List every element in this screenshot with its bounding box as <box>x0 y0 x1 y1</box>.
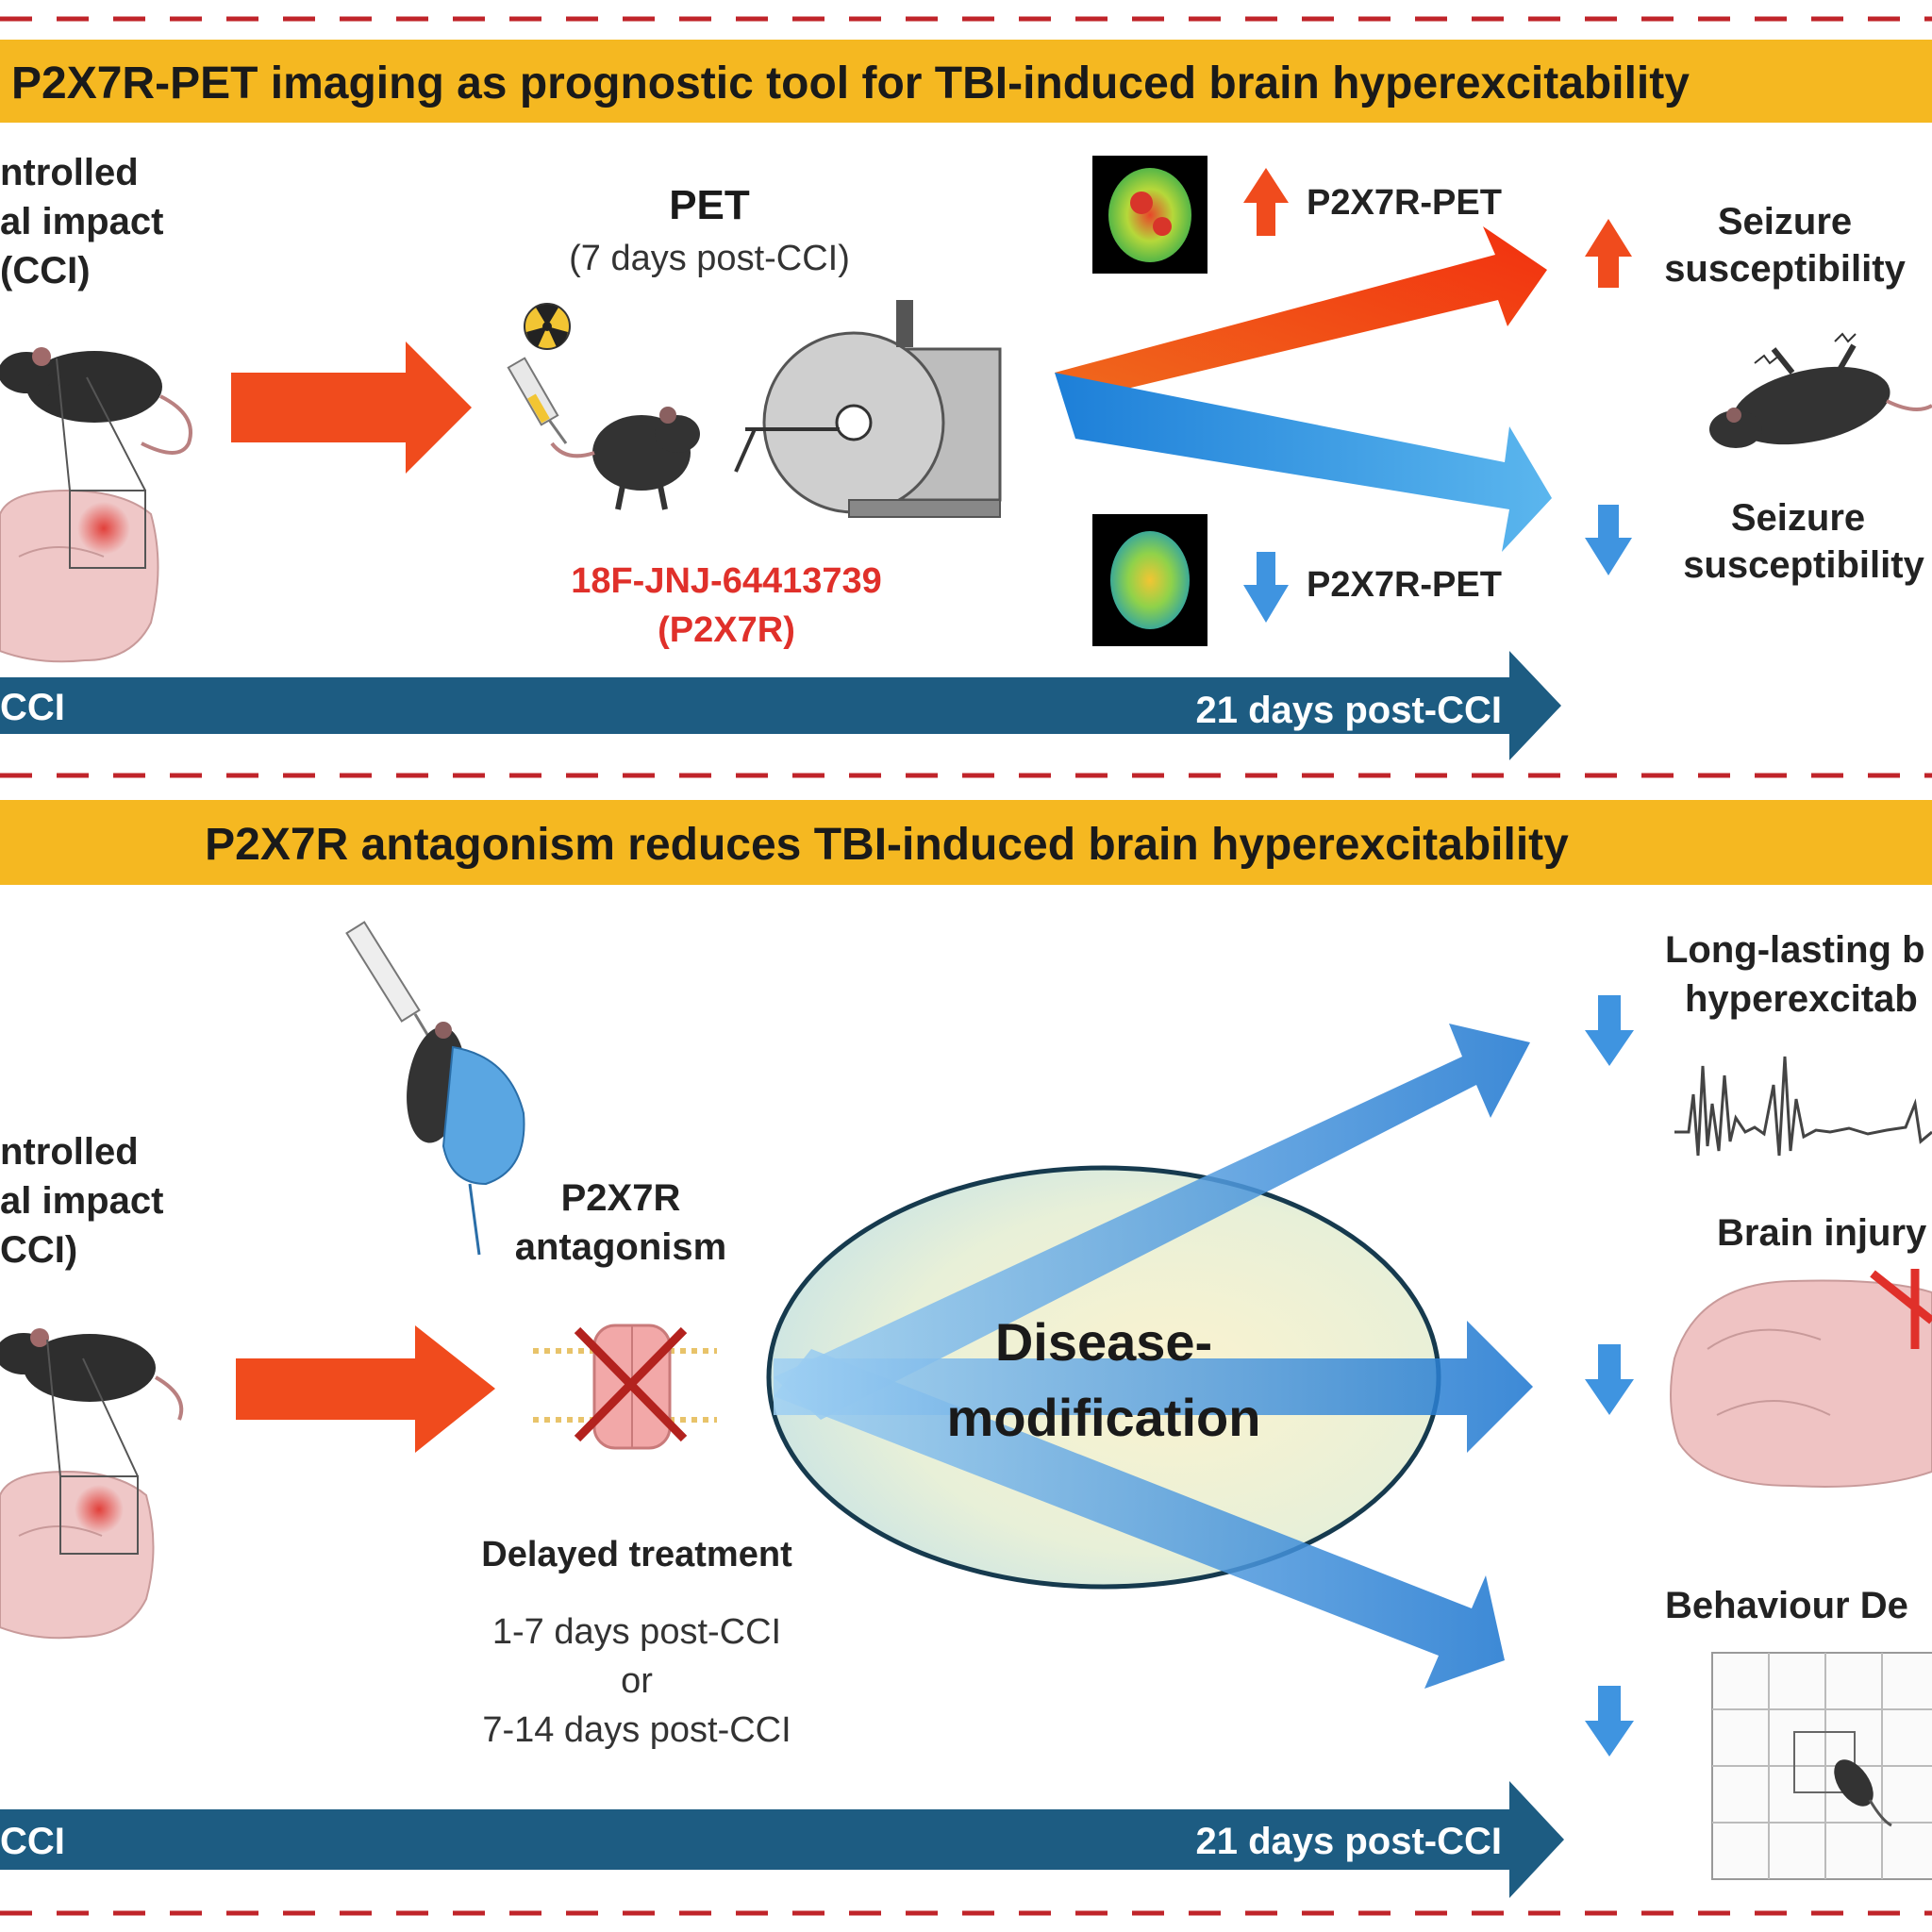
delayed-or: or <box>621 1661 653 1701</box>
outcome-arrow-brain-injury <box>774 1321 1533 1453</box>
seizure-up-label-line1: Seizure <box>1718 201 1852 242</box>
bottom-cci-label-line1: ntrolled <box>0 1131 139 1173</box>
down-arrow-icon <box>1243 552 1289 623</box>
outcome-hyperexcitability-line1: Long-lasting b <box>1665 929 1925 971</box>
top-timeline-end: 21 days post-CCI <box>1195 690 1502 731</box>
top-panel: P2X7R-PET imaging as prognostic tool for… <box>0 40 1932 760</box>
pet-image-low <box>1092 514 1208 646</box>
high-pet-outcome-arrow <box>1055 226 1547 401</box>
tracer-target: (P2X7R) <box>658 610 795 650</box>
injection-syringe-icon <box>345 921 434 1043</box>
zoom-box <box>69 490 146 569</box>
outcome-brain-injury: Brain injury <box>1717 1212 1927 1254</box>
brain-injury-slice-icon <box>1670 1269 1932 1488</box>
bottom-cci-label-line3: CCI) <box>0 1229 77 1271</box>
treatment-label-line2: antagonism <box>515 1226 726 1268</box>
bottom-banner-title: P2X7R antagonism reduces TBI-induced bra… <box>205 820 1569 870</box>
bottom-cci-label-line2: al impact <box>0 1180 163 1222</box>
ellipse-label-line1: Disease- <box>995 1312 1212 1372</box>
top-cci-label-line1: ntrolled <box>0 152 139 193</box>
treatment-label-line1: P2X7R <box>561 1177 681 1219</box>
bottom-brain-slice-icon <box>0 1339 155 1640</box>
outcome-arrow-hyperexcitability <box>774 1024 1530 1420</box>
seizure-down-label-line1: Seizure <box>1731 497 1865 539</box>
ellipse-label-line2: modification <box>947 1388 1261 1447</box>
bottom-timeline-start: CCI <box>0 1821 65 1862</box>
open-field-grid-icon <box>1711 1652 1932 1880</box>
brain-injury-down-arrow-icon <box>1585 1344 1634 1415</box>
top-banner-title: P2X7R-PET imaging as prognostic tool for… <box>11 58 1690 108</box>
p2x7r-receptor-blocked-icon <box>533 1324 717 1450</box>
seizing-mouse-icon <box>1709 332 1932 448</box>
seizure-down-arrow-icon <box>1585 505 1632 575</box>
top-cci-label-line2: al impact <box>0 201 163 242</box>
eeg-trace-icon <box>1674 1056 1932 1157</box>
tracer-name: 18F-JNJ-64413739 <box>571 561 882 601</box>
seizure-down-label-line2: susceptibility <box>1683 544 1924 586</box>
bottom-lesion-icon <box>75 1485 124 1534</box>
injected-mouse-icon <box>550 407 700 510</box>
mouse-icon <box>0 347 192 455</box>
pet-scanner-icon <box>734 300 1002 518</box>
seizure-up-arrow-icon <box>1585 219 1632 288</box>
lesion-icon <box>77 502 130 555</box>
low-pet-outcome-arrow <box>1055 373 1552 552</box>
delayed-treatment-title: Delayed treatment <box>481 1535 792 1574</box>
top-cci-label-line3: (CCI) <box>0 250 91 291</box>
brain-slice-icon <box>0 358 159 663</box>
seizure-up-label-line2: susceptibility <box>1664 248 1906 290</box>
delayed-window-1: 1-7 days post-CCI <box>492 1612 781 1652</box>
up-arrow-icon <box>1243 168 1289 236</box>
bottom-mouse-icon <box>0 1328 184 1421</box>
top-banner <box>0 40 1932 123</box>
bottom-panel: P2X7R antagonism reduces TBI-induced bra… <box>0 800 1932 1898</box>
bottom-zoom-box <box>59 1475 139 1555</box>
delayed-window-2: 7-14 days post-CCI <box>482 1710 791 1750</box>
bottom-cci-to-treatment-arrow <box>236 1325 495 1453</box>
pet-subtitle: (7 days post-CCI) <box>569 239 850 278</box>
hyperexcitability-down-arrow-icon <box>1585 995 1634 1066</box>
outcome-hyperexcitability-line2: hyperexcitab <box>1685 978 1918 1020</box>
radiation-icon <box>524 303 571 350</box>
behaviour-down-arrow-icon <box>1585 1686 1634 1757</box>
bottom-timeline-arrow <box>0 1781 1564 1898</box>
top-timeline-start: CCI <box>0 687 65 728</box>
p2x7r-pet-high-label: P2X7R-PET <box>1307 183 1502 223</box>
pet-title: PET <box>669 182 750 228</box>
top-cci-to-pet-arrow <box>231 341 472 474</box>
outcome-behaviour: Behaviour De <box>1665 1585 1908 1626</box>
injury-cross <box>1870 1270 1932 1324</box>
bottom-timeline-end: 21 days post-CCI <box>1195 1821 1502 1862</box>
outcome-arrow-behaviour <box>774 1349 1505 1689</box>
gloved-hand-icon <box>441 1045 525 1256</box>
syringe-icon <box>507 357 568 444</box>
p2x7r-pet-low-label: P2X7R-PET <box>1307 565 1502 605</box>
bottom-banner <box>0 800 1932 885</box>
top-timeline-arrow <box>0 651 1561 760</box>
pet-image-high <box>1092 156 1208 274</box>
